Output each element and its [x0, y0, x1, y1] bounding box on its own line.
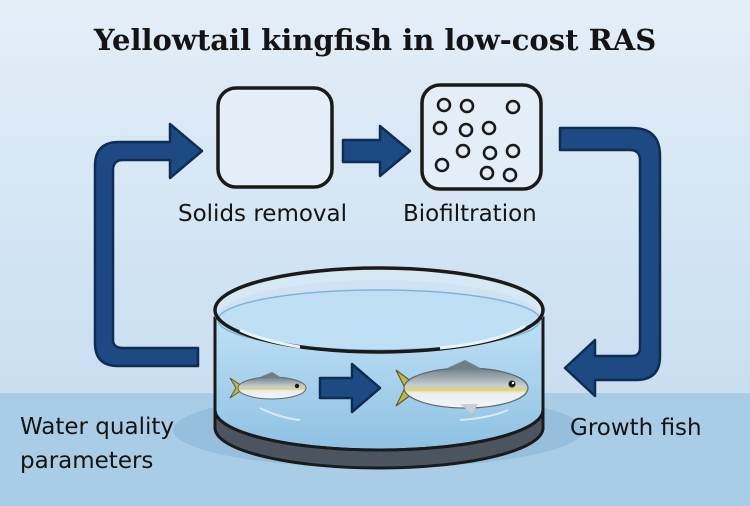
water-quality-label-line2: parameters — [20, 448, 154, 474]
solids-removal-label: Solids removal — [178, 201, 348, 227]
large-fish-icon — [395, 360, 529, 414]
water-quality-label: Water quality parameters — [20, 410, 174, 478]
fish-tank-icon — [213, 266, 545, 470]
small-fish-icon — [229, 372, 307, 400]
biofilter-to-tank-arrow-icon — [558, 126, 662, 398]
biofiltration-label: Biofiltration — [403, 201, 537, 227]
return-loop-arrow-icon — [93, 122, 204, 368]
growth-arrow-icon — [318, 362, 382, 414]
growth-fish-label: Growth fish — [570, 415, 702, 441]
biofilter-media-box-icon — [420, 83, 543, 191]
solids-to-biofilter-arrow-icon — [341, 124, 412, 178]
diagram-title: Yellowtail kingfish in low-cost RAS — [93, 23, 657, 57]
water-quality-label-line1: Water quality — [20, 414, 174, 440]
solids-removal-box-icon — [216, 86, 334, 189]
